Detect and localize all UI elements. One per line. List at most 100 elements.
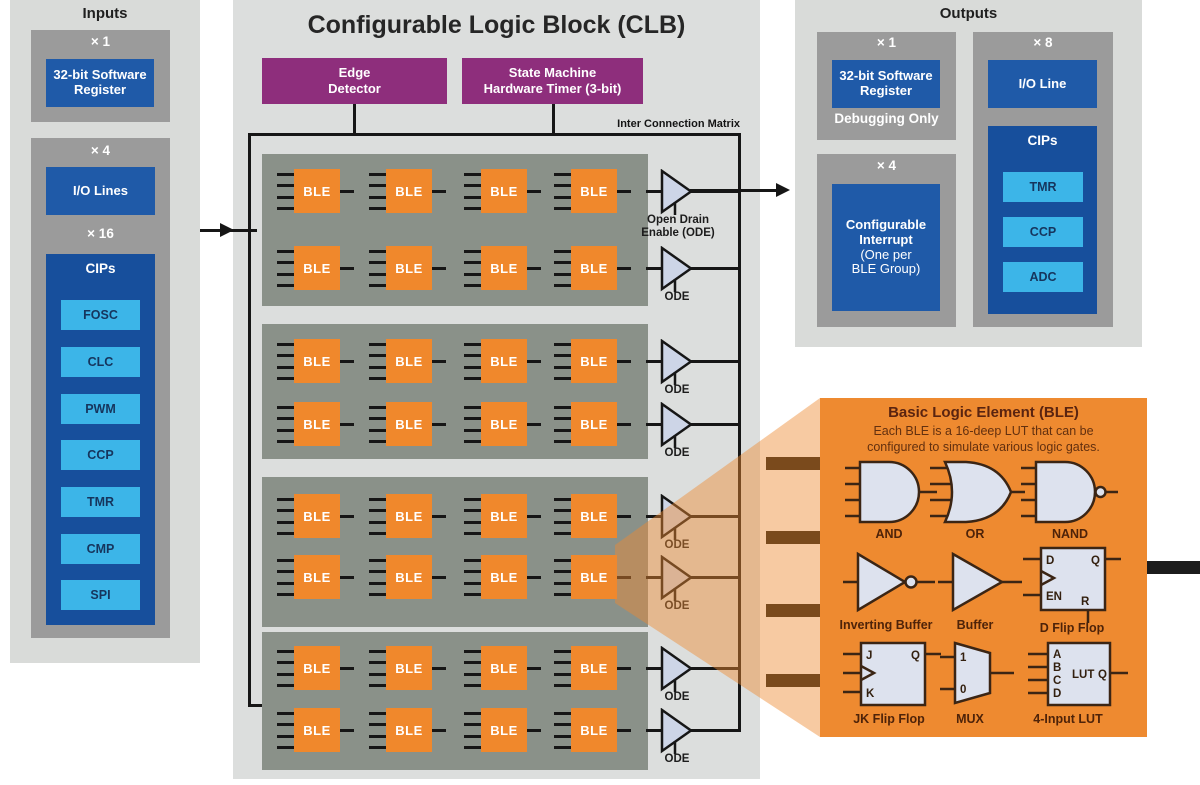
ble-box-label: BLE: [303, 416, 331, 432]
ble-input-pin: [464, 660, 481, 664]
ble-input-pin: [277, 260, 294, 264]
ble-input-pin: [464, 649, 481, 653]
ble-box: BLE: [571, 246, 617, 290]
ble-box: BLE: [386, 494, 432, 538]
ble-input-pin: [554, 260, 571, 264]
and-gate-icon: [845, 460, 937, 524]
nand-gate-icon: [1021, 460, 1118, 524]
ble-input-pin: [369, 405, 386, 409]
output-arrow-line: [690, 189, 777, 192]
ble-input-pin: [369, 416, 386, 420]
inverting-buffer-icon: [843, 551, 935, 613]
ble-box-label: BLE: [580, 416, 608, 432]
ble-box: BLE: [571, 646, 617, 690]
ble-input-pin: [464, 353, 481, 357]
ble-input-pin: [554, 531, 571, 535]
row-to-buffer-wire: [646, 728, 662, 732]
ble-input-pin: [369, 745, 386, 749]
dff-pin-r: R: [1081, 596, 1090, 608]
ble-box: BLE: [386, 402, 432, 446]
ble-output-pin: [527, 189, 541, 193]
ble-input-pin: [554, 353, 571, 357]
ble-input-pin: [464, 376, 481, 380]
ble-input-pin: [464, 745, 481, 749]
mux-pin-1: 1: [960, 652, 967, 664]
ble-input-pin: [464, 683, 481, 687]
inverting-buffer-label: Inverting Buffer: [839, 618, 933, 632]
ble-output-pin: [432, 575, 446, 579]
ble-input-pin: [369, 428, 386, 432]
ble-input-pin: [554, 734, 571, 738]
ble-input-pin: [464, 249, 481, 253]
ble-input-pin: [464, 508, 481, 512]
outputs-title: Outputs: [939, 5, 998, 22]
ble-box: BLE: [481, 169, 527, 213]
ble-input-pin: [369, 660, 386, 664]
ble-input-pin: [464, 405, 481, 409]
buffer-output-wire: [690, 666, 739, 670]
lut-pin-c: C: [1053, 675, 1061, 687]
ble-box-label: BLE: [303, 353, 331, 369]
ble-output-pin: [340, 728, 354, 732]
ble-box-label: BLE: [490, 260, 518, 276]
state-machine-connector: [552, 104, 555, 134]
ble-output-pin: [340, 514, 354, 518]
ble-input-pin: [464, 342, 481, 346]
ble-input-pin: [464, 365, 481, 369]
ble-input-pin: [277, 353, 294, 357]
ble-input-pin: [277, 272, 294, 276]
ble-box: BLE: [481, 646, 527, 690]
ble-input-pin: [277, 206, 294, 210]
wedge-bar-2: [766, 531, 820, 544]
ble-output-pin: [617, 728, 631, 732]
ode-label: ODE: [664, 291, 690, 303]
ble-box-label: BLE: [580, 660, 608, 676]
ble-box: BLE: [386, 246, 432, 290]
ble-output-pin: [340, 422, 354, 426]
outputs-register-box: 32-bit Software Register: [832, 60, 940, 108]
ble-input-pin: [464, 581, 481, 585]
inputs-register-box: 32-bit Software Register: [46, 59, 154, 107]
ble-box-label: BLE: [490, 353, 518, 369]
clb-title: Configurable Logic Block (CLB): [307, 11, 686, 39]
ble-input-pin: [277, 581, 294, 585]
ble-output-pin: [527, 359, 541, 363]
ble-input-pin: [464, 569, 481, 573]
or-gate-icon: [930, 460, 1025, 524]
ble-input-pin: [369, 649, 386, 653]
ble-input-pin: [369, 439, 386, 443]
ble-box-label: BLE: [580, 353, 608, 369]
callout-output-bar: [1147, 561, 1200, 574]
ble-input-pin: [277, 734, 294, 738]
input-arrow-icon: [220, 223, 234, 237]
ble-input-pin: [369, 734, 386, 738]
ble-input-pin: [277, 249, 294, 253]
nand-gate-label: NAND: [1051, 527, 1089, 541]
ble-output-pin: [432, 728, 446, 732]
ble-output-pin: [617, 266, 631, 270]
ble-input-pin: [464, 439, 481, 443]
ble-output-pin: [527, 422, 541, 426]
outputs-io-count: × 8: [1033, 35, 1053, 50]
ode-buffer-icon: [660, 338, 694, 385]
ble-box: BLE: [481, 555, 527, 599]
ble-box: BLE: [386, 708, 432, 752]
ble-input-pin: [464, 711, 481, 715]
ble-input-pin: [277, 405, 294, 409]
out-cip-adc: ADC: [1003, 262, 1083, 292]
ble-output-pin: [617, 575, 631, 579]
ble-input-pin: [277, 195, 294, 199]
ble-box-label: BLE: [303, 183, 331, 199]
ble-input-pin: [369, 206, 386, 210]
ble-output-pin: [617, 422, 631, 426]
d-flip-flop-icon: D Q EN R: [1023, 546, 1121, 623]
ble-input-pin: [277, 722, 294, 726]
ble-input-pin: [554, 592, 571, 596]
outputs-io-box: I/O Line: [988, 60, 1097, 108]
ode-buffer-icon: [660, 245, 694, 292]
ble-input-pin: [369, 581, 386, 585]
ble-box: BLE: [294, 708, 340, 752]
ble-input-pin: [554, 183, 571, 187]
